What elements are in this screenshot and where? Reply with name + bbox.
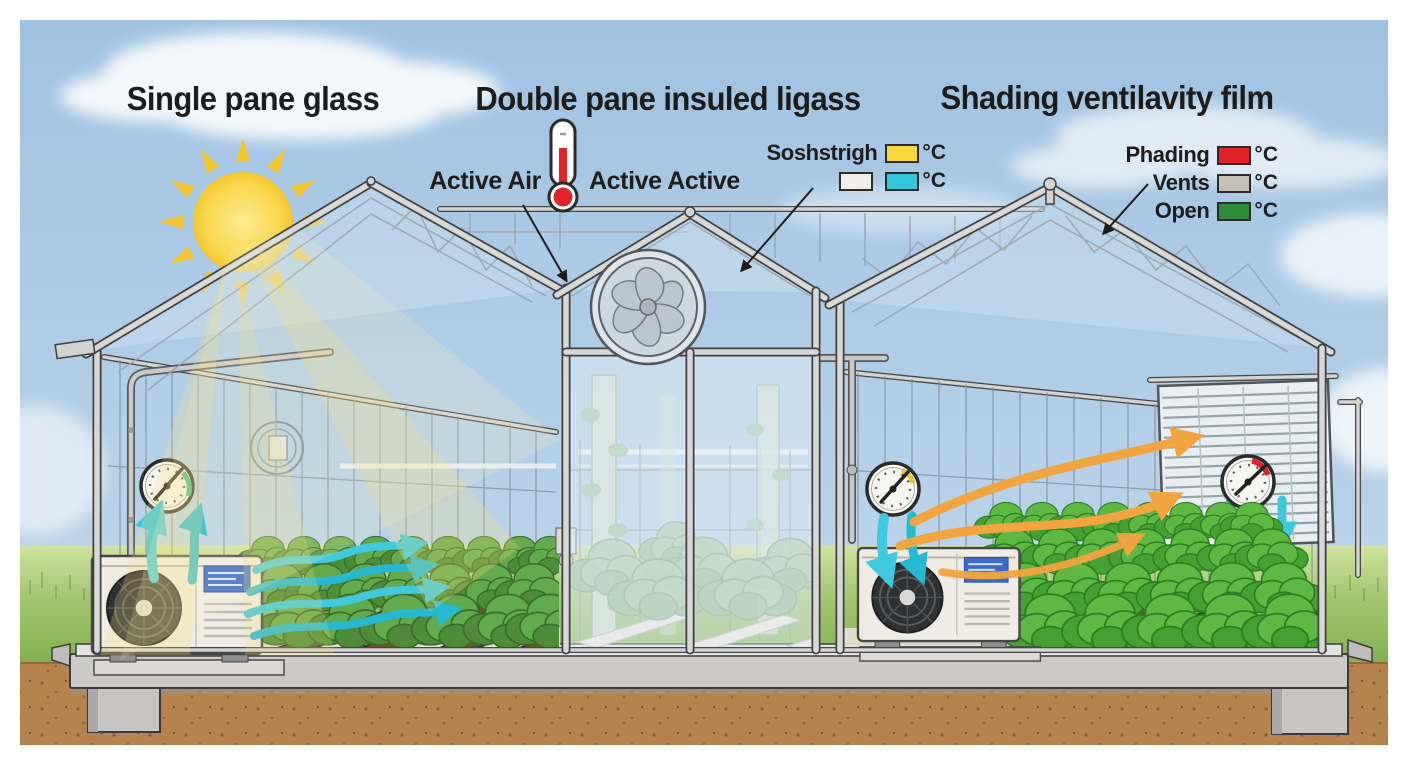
exhaust-fan-icon <box>589 248 707 366</box>
sun-beams <box>100 230 560 660</box>
legend-row: Phading °C <box>1040 141 1278 169</box>
legend-unit: °C <box>922 141 946 164</box>
wall-vent-icon <box>250 421 304 475</box>
legend-unit: °C <box>1254 199 1278 222</box>
cool-air-up-arrows <box>135 499 208 585</box>
temperature-gauge-left <box>139 458 195 514</box>
section-title-right: Shading ventilavity film <box>940 79 1275 116</box>
legend-swatch-solar <box>885 143 920 163</box>
left-section-interior <box>90 348 560 677</box>
legend-swatch-vents <box>1217 173 1252 193</box>
thermometer-icon <box>547 118 579 213</box>
legend-unit: °C <box>1254 143 1278 166</box>
legend-row: Vents °C <box>1040 169 1278 197</box>
legend-label-phading: Phading <box>1125 142 1210 167</box>
legend-unit: °C <box>1254 171 1278 194</box>
legend-right: Phading °C Vents °C Open °C <box>1040 141 1278 225</box>
warm-air-flow-arrows <box>895 427 1205 580</box>
section-title-left: Single pane glass <box>126 80 380 117</box>
legend-swatch-glass <box>839 171 874 191</box>
legend-middle: Soshstrigh °C °C <box>700 139 946 195</box>
right-section-interior <box>816 354 1363 663</box>
annotation-active-active: Active Active <box>589 167 740 195</box>
temperature-gauge-louver <box>1220 454 1276 510</box>
legend-label-soshstrigh: Soshstrigh <box>766 140 878 165</box>
annotation-active-air: Active Air <box>429 167 541 195</box>
legend-row: Soshstrigh °C <box>700 139 946 167</box>
legend-swatch-phading <box>1217 145 1252 165</box>
cool-air-flow-arrows <box>244 533 463 640</box>
legend-label-open: Open <box>1154 198 1210 223</box>
temperature-gauge-right <box>865 461 921 517</box>
section-title-middle: Double pane insuled ligass <box>475 80 861 117</box>
legend-row: Open °C <box>1040 197 1278 225</box>
legend-row: °C <box>700 167 946 195</box>
leader-lines <box>522 183 1149 283</box>
greenhouse-frame <box>54 176 1336 655</box>
legend-swatch-open <box>1217 201 1252 221</box>
legend-unit: °C <box>922 169 946 192</box>
legend-swatch-cool <box>885 171 920 191</box>
legend-label-vents: Vents <box>1152 170 1210 195</box>
